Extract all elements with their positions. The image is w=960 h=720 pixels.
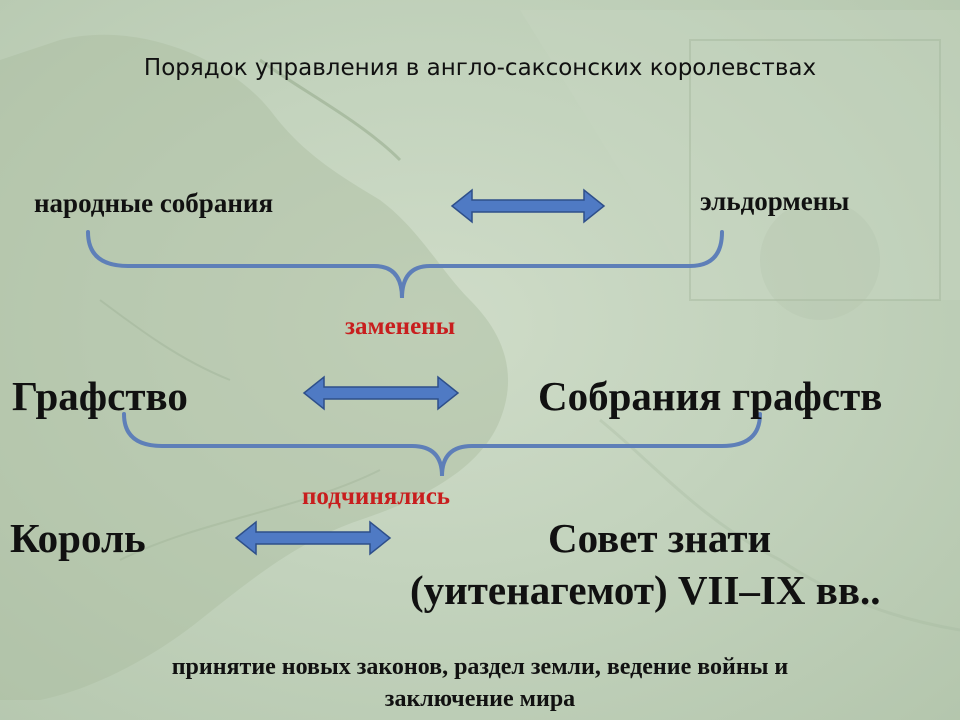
footer-line-1: принятие новых законов, раздел земли, ве… [171, 654, 789, 680]
double-arrow-row3 [234, 520, 392, 556]
label-ealdormen: эльдормены [700, 186, 850, 216]
label-folk-assemblies: народные собрания [34, 188, 274, 218]
label-council-of-nobility: Совет знати [548, 515, 772, 561]
double-arrow-row1 [450, 188, 606, 224]
label-witenagemot: (уитенагемот) VII–IX вв.. [410, 567, 881, 613]
label-king: Король [10, 515, 146, 561]
double-arrow-row2 [302, 375, 460, 411]
label-county-assemblies: Собрания графств [538, 373, 883, 419]
slide-title: Порядок управления в англо-саксонских ко… [143, 55, 817, 81]
brace-row2 [122, 412, 762, 477]
label-county: Графство [12, 373, 188, 419]
brace-row1 [86, 230, 724, 299]
footer-line-2: заключение мира [384, 686, 576, 712]
caption-replaced: заменены [345, 313, 456, 340]
caption-subordinated: подчинялись [302, 483, 451, 510]
